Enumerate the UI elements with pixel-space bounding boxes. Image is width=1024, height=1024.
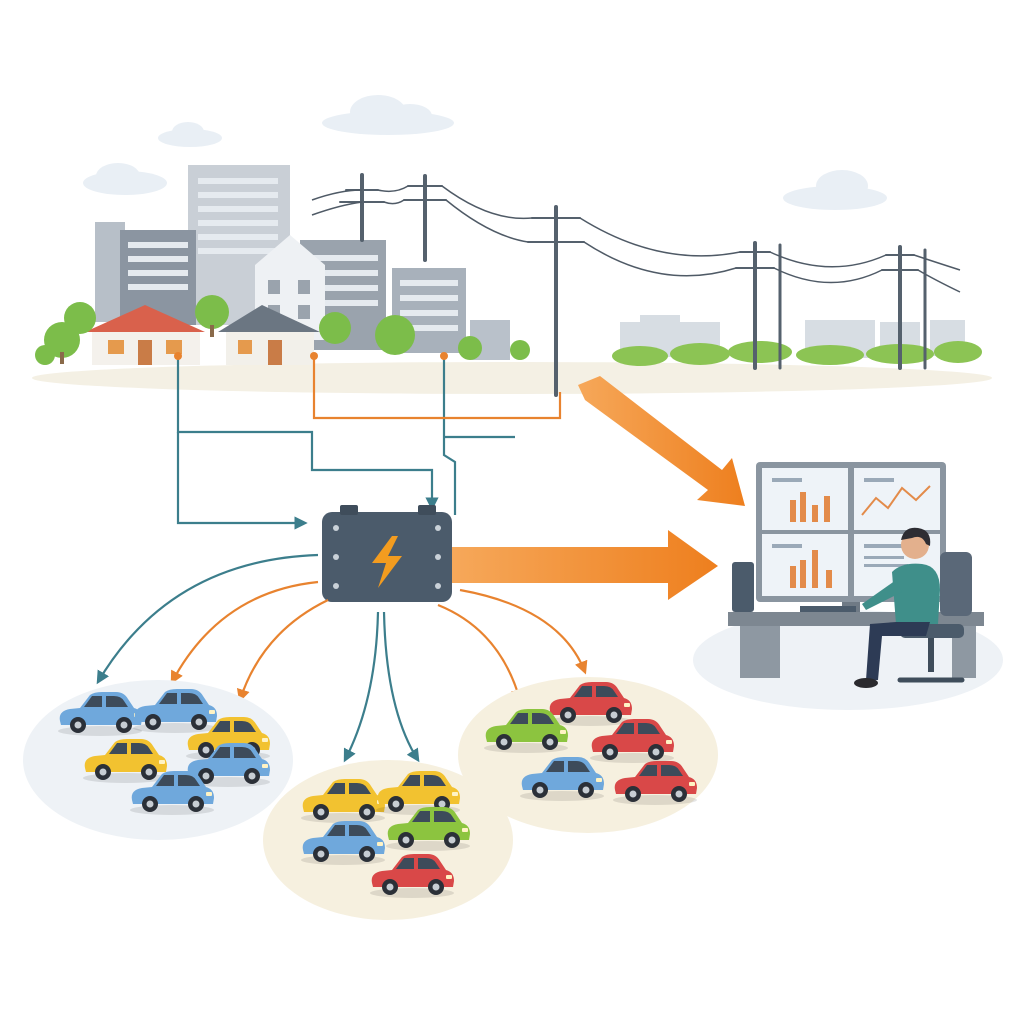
car-icon	[83, 739, 167, 783]
ground	[32, 362, 992, 394]
city-hub-connectors	[176, 358, 562, 530]
car-icon	[301, 779, 385, 823]
computer-operator-icon	[728, 462, 984, 688]
car-icon	[186, 743, 270, 787]
car-icon	[186, 717, 270, 761]
hub-fleet-connectors	[96, 553, 588, 763]
car-icon	[133, 689, 217, 733]
cloud-left	[83, 163, 167, 195]
fleet-cars	[58, 682, 697, 898]
treeline-right	[612, 341, 982, 366]
car-icon	[370, 854, 454, 898]
hub-to-control-arrow	[452, 530, 718, 600]
car-icon	[386, 807, 470, 851]
lightning-bolt-icon	[372, 536, 402, 588]
car-icon	[590, 719, 674, 763]
car-icon	[484, 709, 568, 753]
grid-to-control-arrow	[578, 376, 745, 506]
connector-endpoints	[174, 352, 448, 360]
car-icon	[58, 692, 142, 736]
car-icon	[130, 771, 214, 815]
city-skyline-icon	[35, 165, 530, 365]
car-icon	[301, 821, 385, 865]
aggregator-hub	[322, 505, 452, 602]
car-icon	[548, 682, 632, 726]
power-wires	[311, 185, 961, 293]
cloud-right	[783, 170, 887, 210]
car-icon	[613, 761, 697, 805]
cloud-top	[158, 122, 222, 147]
car-icon	[520, 757, 604, 801]
cloud-center	[322, 95, 454, 135]
